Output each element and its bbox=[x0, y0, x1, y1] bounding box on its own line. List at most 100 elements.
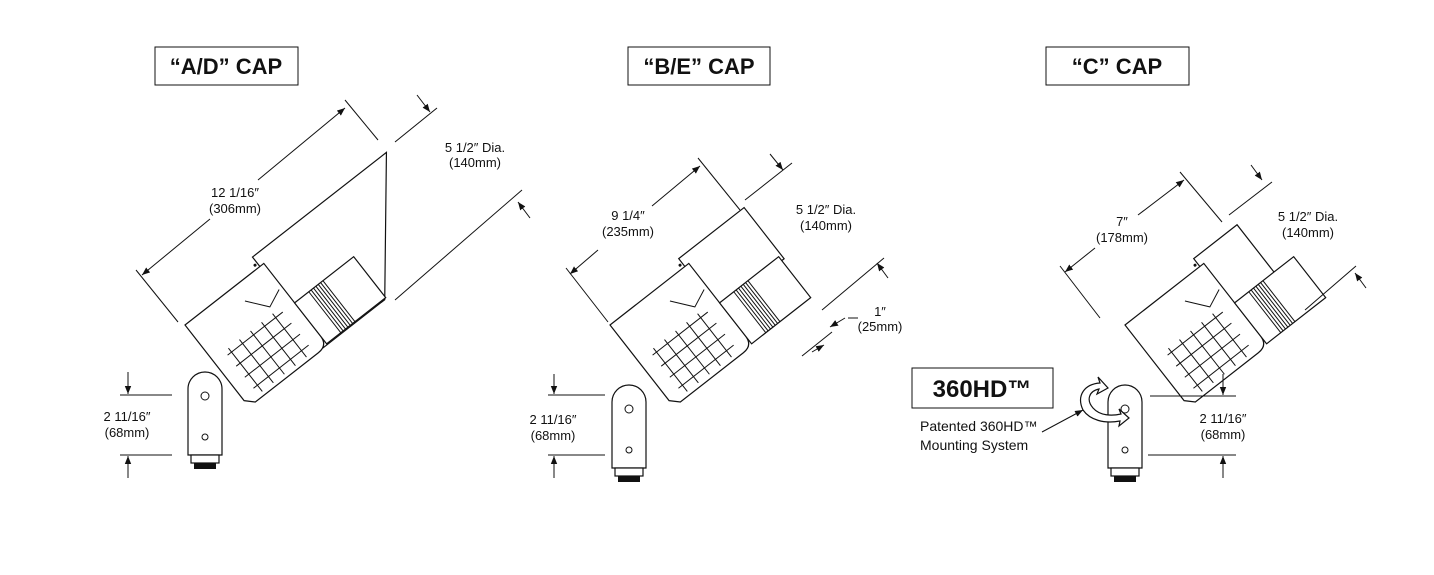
title-box-c-cap: “C” CAP bbox=[1045, 46, 1190, 86]
grid-line bbox=[1179, 339, 1214, 384]
fitting-nut bbox=[190, 454, 220, 464]
diameter-mm-label-ad: (140mm) bbox=[449, 155, 501, 170]
fin-section bbox=[1233, 255, 1327, 345]
fin-line bbox=[740, 285, 774, 328]
fixture-ad bbox=[184, 151, 388, 469]
grid-line bbox=[678, 344, 734, 389]
height-label-c: 2 11/16″ bbox=[1199, 411, 1246, 426]
fin-line bbox=[1248, 291, 1282, 334]
grid-line bbox=[1193, 344, 1249, 389]
diameter-label-c: 5 1/2″ Dia. bbox=[1278, 209, 1338, 224]
fin-line bbox=[315, 285, 349, 328]
fin-line bbox=[317, 284, 351, 326]
grid-line bbox=[1184, 333, 1241, 378]
grid-line bbox=[244, 333, 301, 378]
fin-line bbox=[733, 291, 767, 334]
height-mm-label-ad: (68mm) bbox=[105, 425, 150, 440]
diameter-label-be: 5 1/2″ Dia. bbox=[796, 202, 856, 217]
grid-line bbox=[1212, 313, 1247, 358]
length-mm-label-ad: (306mm) bbox=[209, 201, 261, 216]
reflector-detail bbox=[244, 289, 280, 308]
fin-line bbox=[1260, 282, 1293, 324]
badge-360hd: 360HD™ bbox=[911, 367, 1054, 409]
height-label-ad: 2 11/16″ bbox=[103, 409, 150, 424]
fin-section bbox=[293, 255, 387, 345]
fin-line bbox=[747, 280, 781, 322]
screw-dot bbox=[1193, 263, 1197, 267]
grid-line bbox=[1201, 321, 1236, 366]
height-label-be: 2 11/16″ bbox=[529, 412, 576, 427]
grid-line bbox=[1168, 347, 1203, 392]
fitting-thread bbox=[194, 463, 216, 469]
length-label-ad: 12 1/16″ bbox=[211, 185, 259, 200]
title-ad-cap: “A/D” CAP bbox=[170, 54, 282, 79]
grid-line bbox=[686, 321, 721, 366]
bracket-hole-bottom bbox=[201, 433, 209, 441]
grid-line bbox=[669, 333, 726, 378]
mounting-bracket bbox=[187, 371, 223, 456]
fin-line bbox=[313, 287, 346, 330]
offset-label-be: 1″ bbox=[874, 304, 886, 319]
fin-line bbox=[1253, 287, 1286, 330]
grid-line bbox=[253, 344, 309, 389]
height-mm-label-c: (68mm) bbox=[1201, 427, 1246, 442]
fitting-thread bbox=[1114, 476, 1136, 482]
mounting-caption-line1: Patented 360HD™ bbox=[920, 418, 1038, 434]
fixture-c bbox=[1107, 223, 1327, 482]
fixture-body-ad bbox=[184, 151, 388, 403]
title-c-cap: “C” CAP bbox=[1072, 54, 1162, 79]
title-box-ad-cap: “A/D” CAP bbox=[154, 46, 299, 86]
bracket-hole-bottom bbox=[1121, 446, 1129, 454]
grid-line bbox=[228, 347, 263, 392]
length-label-be: 9 1/4″ bbox=[611, 208, 645, 223]
grid-line bbox=[272, 313, 307, 358]
height-mm-label-be: (68mm) bbox=[531, 428, 576, 443]
mounting-caption-line2: Mounting System bbox=[920, 437, 1028, 453]
fin-section bbox=[718, 255, 812, 345]
dimensions-ad bbox=[120, 94, 531, 478]
offset-mm-label-be: (25mm) bbox=[858, 319, 903, 334]
grid-line bbox=[664, 339, 699, 384]
diameter-label-ad: 5 1/2″ Dia. bbox=[445, 140, 505, 155]
grid-line bbox=[1190, 330, 1225, 375]
length-label-c: 7″ bbox=[1116, 214, 1128, 229]
grid-line bbox=[1175, 322, 1232, 367]
dimensions-c bbox=[1059, 164, 1367, 478]
title-be-cap: “B/E” CAP bbox=[643, 54, 754, 79]
fin-line bbox=[320, 282, 353, 324]
fixture-body-c bbox=[1124, 223, 1327, 403]
fin-line bbox=[1262, 280, 1296, 322]
grid-line bbox=[239, 339, 274, 384]
bracket-hole-top bbox=[624, 404, 634, 414]
diameter-mm-label-be: (140mm) bbox=[800, 218, 852, 233]
grid-line bbox=[250, 330, 285, 375]
fitting-nut bbox=[1110, 467, 1140, 477]
fin-line bbox=[1255, 285, 1289, 328]
fitting-nut bbox=[614, 467, 644, 477]
caption-leader-line bbox=[1041, 409, 1084, 433]
fin-line bbox=[322, 280, 356, 322]
diameter-mm-label-c: (140mm) bbox=[1282, 225, 1334, 240]
grid-line bbox=[1167, 311, 1224, 356]
fin-line bbox=[308, 291, 342, 334]
fin-line bbox=[1257, 284, 1291, 326]
fitting-thread bbox=[618, 476, 640, 482]
length-mm-label-c: (178mm) bbox=[1096, 230, 1148, 245]
grid-line bbox=[675, 330, 710, 375]
rotation-arrow-icon bbox=[1079, 376, 1130, 428]
grid-line bbox=[261, 321, 296, 366]
fin-line bbox=[735, 289, 769, 332]
fin-line bbox=[742, 284, 776, 326]
screw-dot bbox=[678, 263, 682, 267]
bracket-hole-top bbox=[200, 391, 210, 401]
reflector-detail bbox=[669, 289, 705, 308]
screw-dot bbox=[253, 263, 257, 267]
grid-line bbox=[660, 322, 717, 367]
grid-line bbox=[697, 313, 732, 358]
fin-line bbox=[745, 282, 778, 324]
fixture-be bbox=[609, 206, 812, 482]
fin-line bbox=[310, 289, 344, 332]
grid-line bbox=[235, 322, 292, 367]
badge-360hd-text: 360HD™ bbox=[933, 376, 1032, 403]
